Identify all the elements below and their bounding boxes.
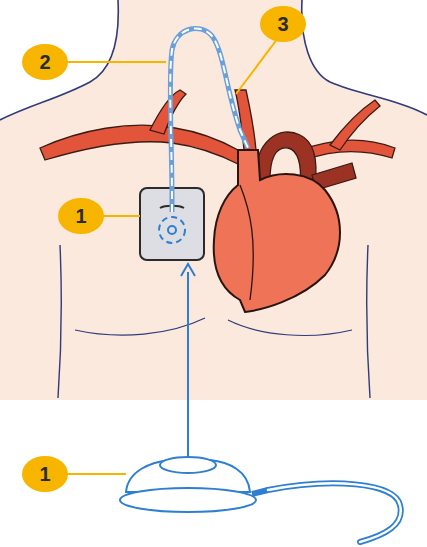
- chest-line: [75, 318, 205, 335]
- torso: [0, 0, 427, 400]
- catheter: [170, 28, 248, 212]
- callout-number: 1: [58, 198, 104, 234]
- arrowhead: [181, 264, 195, 276]
- port-septum: [160, 457, 216, 473]
- catheter: [170, 28, 248, 212]
- artery: [330, 100, 380, 150]
- heart-line: [240, 185, 253, 300]
- callout-number: 1: [22, 456, 68, 492]
- vein: [40, 125, 240, 165]
- callout-number: 3: [260, 6, 306, 42]
- body-outline: [58, 245, 61, 398]
- port-septum: [159, 217, 185, 243]
- leader-line: [58, 61, 166, 63]
- body-outline: [367, 245, 370, 398]
- callout-number: 2: [22, 44, 68, 80]
- leader-line: [58, 473, 126, 475]
- body-outline: [0, 0, 118, 120]
- leader-line: [236, 38, 278, 94]
- chest-line: [228, 320, 352, 335]
- catheter-tube: [268, 483, 401, 542]
- port-septum: [168, 226, 176, 234]
- arrow: [187, 272, 189, 462]
- heart: [214, 150, 340, 312]
- body-outline: [302, 0, 427, 115]
- port-base: [120, 488, 256, 512]
- catheter-tube: [268, 483, 401, 542]
